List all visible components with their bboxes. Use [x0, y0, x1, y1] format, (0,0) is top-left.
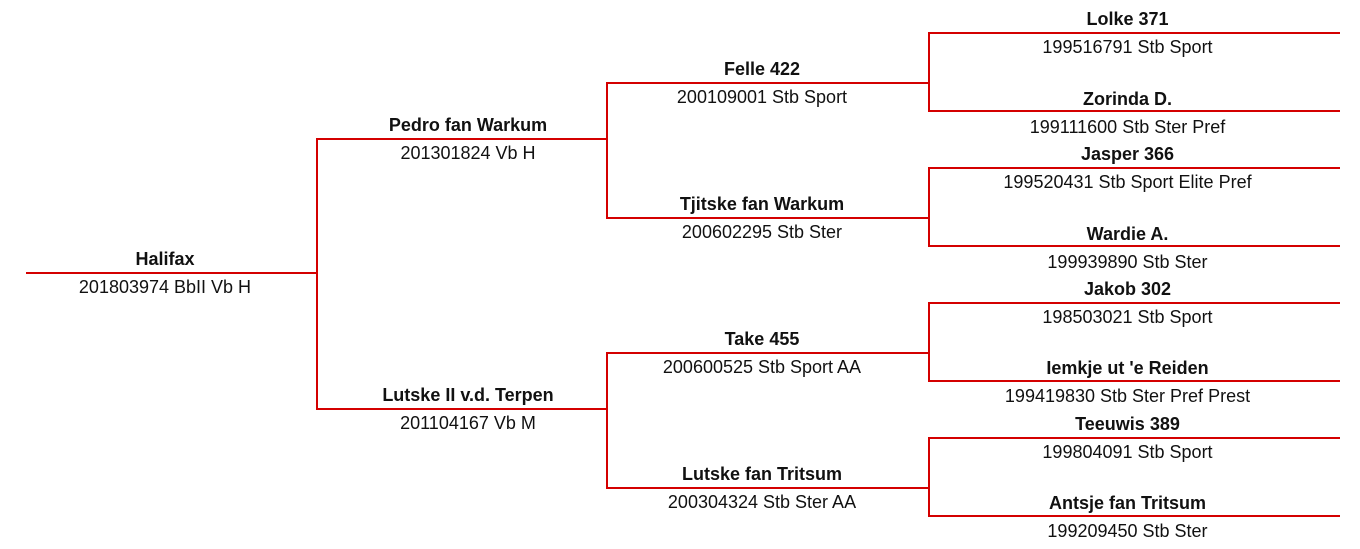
line-sire-sire [606, 82, 930, 84]
ds-sire-node: Jakob 302 198503021 Stb Sport [960, 278, 1295, 328]
ss-sire-reg: 199516791 Stb Sport [1042, 37, 1213, 57]
dam-reg: 201104167 Vb M [400, 413, 536, 433]
line-dam [316, 408, 608, 410]
dd-dam-node: Antsje fan Tritsum 199209450 Stb Ster [960, 492, 1295, 542]
dd-dam-reg: 199209450 Stb Ster [1047, 521, 1208, 541]
sire-dam-reg: 200602295 Stb Ster [681, 222, 843, 242]
dd-sire-reg: 199804091 Stb Sport [1042, 442, 1213, 462]
sire-name: Pedro fan Warkum [388, 115, 548, 135]
dam-sire-node: Take 455 200600525 Stb Sport AA [612, 328, 912, 378]
dd-dam-name: Antsje fan Tritsum [1048, 493, 1207, 513]
ss-dam-reg: 199111600 Stb Ster Pref [1029, 117, 1226, 137]
dam-dam-node: Lutske fan Tritsum 200304324 Stb Ster AA [612, 463, 912, 513]
connector-ss-parents [928, 32, 930, 112]
sd-sire-node: Jasper 366 199520431 Stb Sport Elite Pre… [960, 143, 1295, 193]
dd-sire-node: Teeuwis 389 199804091 Stb Sport [960, 413, 1295, 463]
sd-sire-reg: 199520431 Stb Sport Elite Pref [1003, 172, 1252, 192]
subject-reg: 201803974 BbII Vb H [78, 277, 252, 297]
line-ds-dam [928, 380, 1340, 382]
ds-sire-name: Jakob 302 [1083, 279, 1172, 299]
ds-dam-reg: 199419830 Stb Ster Pref Prest [1004, 386, 1251, 406]
connector-gen1 [316, 138, 318, 410]
sire-node: Pedro fan Warkum 201301824 Vb H [318, 114, 618, 164]
ss-dam-node: Zorinda D. 199111600 Stb Ster Pref [960, 88, 1295, 138]
connector-ds-parents [928, 302, 930, 382]
line-subject [26, 272, 318, 274]
line-sire [316, 138, 608, 140]
dam-sire-reg: 200600525 Stb Sport AA [662, 357, 862, 377]
sd-sire-name: Jasper 366 [1080, 144, 1175, 164]
ss-sire-name: Lolke 371 [1086, 9, 1169, 29]
connector-dam-parents [606, 352, 608, 489]
sire-dam-name: Tjitske fan Warkum [679, 194, 845, 214]
connector-dd-parents [928, 437, 930, 517]
ss-dam-name: Zorinda D. [1083, 89, 1172, 109]
sd-dam-reg: 199939890 Stb Ster [1047, 252, 1208, 272]
line-sd-dam [928, 245, 1340, 247]
ds-dam-node: Iemkje ut 'e Reiden 199419830 Stb Ster P… [960, 357, 1295, 407]
ds-dam-name: Iemkje ut 'e Reiden [1046, 358, 1209, 378]
dam-node: Lutske II v.d. Terpen 201104167 Vb M [318, 384, 618, 434]
connector-sire-parents [606, 82, 608, 219]
subject-node: Halifax 201803974 BbII Vb H [40, 248, 290, 298]
line-ds-sire [928, 302, 1340, 304]
sd-dam-node: Wardie A. 199939890 Stb Ster [960, 223, 1295, 273]
line-dd-sire [928, 437, 1340, 439]
dam-sire-name: Take 455 [724, 329, 800, 349]
dam-dam-reg: 200304324 Stb Ster AA [667, 492, 857, 512]
line-ss-sire [928, 32, 1340, 34]
line-ss-dam [928, 110, 1340, 112]
subject-name: Halifax [135, 249, 195, 269]
ss-sire-node: Lolke 371 199516791 Stb Sport [960, 8, 1295, 58]
sire-dam-node: Tjitske fan Warkum 200602295 Stb Ster [612, 193, 912, 243]
sire-reg: 201301824 Vb H [400, 143, 536, 163]
sd-dam-name: Wardie A. [1086, 224, 1169, 244]
ds-sire-reg: 198503021 Stb Sport [1042, 307, 1213, 327]
dam-name: Lutske II v.d. Terpen [382, 385, 554, 405]
line-sd-sire [928, 167, 1340, 169]
connector-sd-parents [928, 167, 930, 247]
dam-dam-name: Lutske fan Tritsum [681, 464, 843, 484]
line-dam-dam [606, 487, 930, 489]
sire-sire-node: Felle 422 200109001 Stb Sport [612, 58, 912, 108]
sire-sire-name: Felle 422 [723, 59, 801, 79]
line-dam-sire [606, 352, 930, 354]
sire-sire-reg: 200109001 Stb Sport [676, 87, 848, 107]
dd-sire-name: Teeuwis 389 [1075, 414, 1180, 434]
line-sire-dam [606, 217, 930, 219]
line-dd-dam [928, 515, 1340, 517]
